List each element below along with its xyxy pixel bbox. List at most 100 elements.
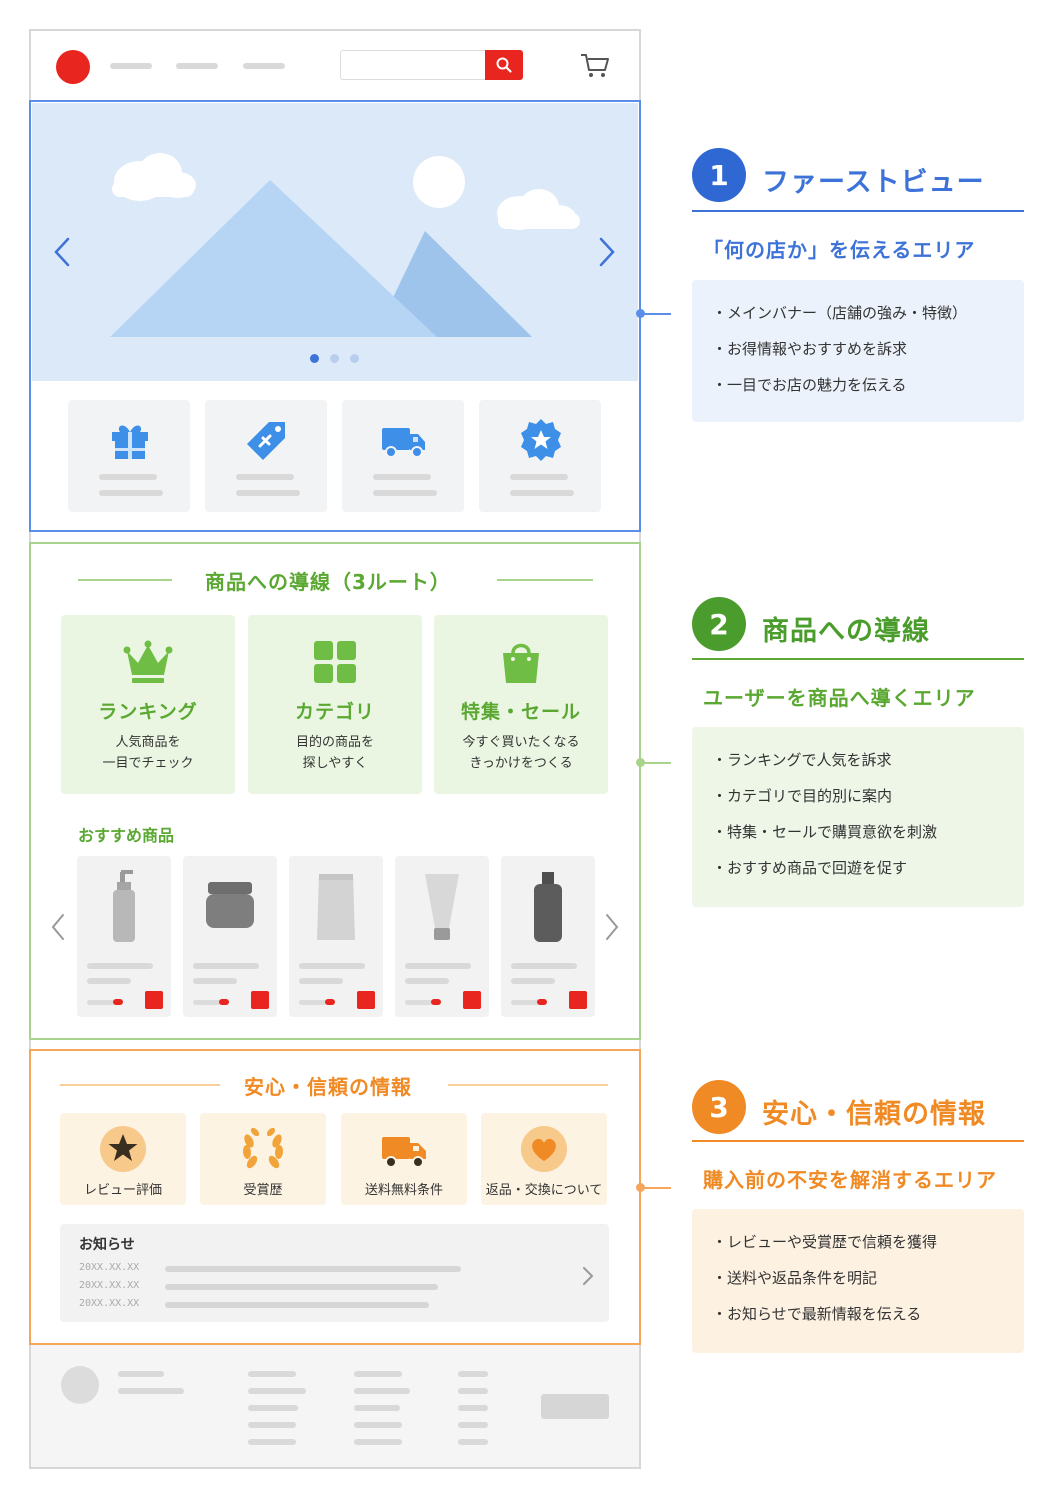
annotation-underline-3: [692, 1140, 1024, 1142]
add-to-cart-button[interactable]: [463, 991, 481, 1009]
product-card[interactable]: [501, 856, 595, 1017]
feature-card-gift[interactable]: [68, 400, 190, 512]
annotation-title-3: 安心・信頼の情報: [762, 1099, 986, 1130]
footer: [31, 1345, 639, 1467]
chevron-right-icon[interactable]: [597, 236, 617, 268]
footer-link[interactable]: [458, 1439, 488, 1445]
route-card-sale[interactable]: 特集・セール 今すぐ買いたくなるきっかけをつくる: [434, 615, 608, 794]
news-item-line[interactable]: [165, 1266, 461, 1272]
annotation-underline-1: [692, 210, 1024, 212]
note-item: ・レビューや受賞歴で信頼を獲得: [712, 1233, 938, 1251]
product-card[interactable]: [395, 856, 489, 1017]
trust-label: レビュー評価: [83, 1183, 162, 1198]
news-title: お知らせ: [79, 1237, 135, 1253]
pouch-icon: [317, 874, 355, 940]
section-first-view-frame: [29, 100, 641, 532]
heart-icon: [521, 1126, 567, 1172]
banner-landscape-illustration: [110, 153, 580, 337]
trust-card-awards[interactable]: 受賞歴: [200, 1113, 326, 1205]
footer-link[interactable]: [354, 1371, 402, 1377]
feature-card-delivery[interactable]: [342, 400, 464, 512]
slide-dot-2[interactable]: [330, 354, 339, 363]
footer-link[interactable]: [354, 1405, 400, 1411]
footer-link[interactable]: [458, 1371, 488, 1377]
chevron-right-icon[interactable]: [581, 1265, 595, 1287]
footer-link[interactable]: [248, 1422, 296, 1428]
annotation-subtitle-2: ユーザーを商品へ導くエリア: [703, 686, 976, 710]
footer-link[interactable]: [248, 1439, 296, 1445]
news-item-line[interactable]: [165, 1284, 438, 1290]
search-icon: [496, 57, 512, 73]
footer-logo[interactable]: [61, 1366, 99, 1404]
route-desc: 今すぐ買いたくなるきっかけをつくる: [462, 735, 580, 771]
route-title: ランキング: [98, 701, 198, 723]
heading-rule-left: [60, 1084, 220, 1086]
star-icon: [100, 1126, 146, 1172]
laurel-icon: [242, 1127, 284, 1169]
feature-card-tag[interactable]: [205, 400, 327, 512]
main-banner[interactable]: [32, 103, 638, 381]
nav-placeholder-2[interactable]: [176, 63, 218, 69]
connector-dot-3: [636, 1183, 645, 1192]
annotation-number-2: 2: [692, 597, 746, 651]
nav-placeholder-3[interactable]: [243, 63, 285, 69]
heading-rule-right: [448, 1084, 608, 1086]
footer-link[interactable]: [458, 1405, 488, 1411]
chevron-right-icon[interactable]: [604, 912, 620, 942]
footer-link[interactable]: [354, 1422, 402, 1428]
add-to-cart-button[interactable]: [251, 991, 269, 1009]
routes-heading: 商品への導線（3ルート）: [205, 570, 451, 594]
shopping-bag-icon: [503, 643, 539, 683]
footer-link[interactable]: [248, 1405, 298, 1411]
badge-star-icon: [521, 419, 561, 461]
note-item: ・一目でお店の魅力を伝える: [712, 376, 907, 394]
nav-placeholder-1[interactable]: [110, 63, 152, 69]
trust-card-returns[interactable]: 返品・交換について: [481, 1113, 607, 1205]
connector-1: [641, 313, 671, 315]
footer-link[interactable]: [354, 1439, 402, 1445]
trust-card-shipping[interactable]: 送料無料条件: [341, 1113, 467, 1205]
footer-link[interactable]: [458, 1422, 488, 1428]
note-item: ・ランキングで人気を訴求: [712, 751, 892, 769]
trust-card-review[interactable]: レビュー評価: [60, 1113, 186, 1205]
note-item: ・お知らせで最新情報を伝える: [712, 1305, 922, 1323]
annotation-underline-2: [692, 658, 1024, 660]
news-item-line[interactable]: [165, 1302, 429, 1308]
chevron-left-icon[interactable]: [52, 236, 72, 268]
connector-dot-1: [636, 309, 645, 318]
slide-dot-3[interactable]: [350, 354, 359, 363]
footer-text-placeholder: [118, 1388, 184, 1394]
feature-card-quality[interactable]: [479, 400, 601, 512]
route-card-ranking[interactable]: ランキング 人気商品を一目でチェック: [61, 615, 235, 794]
footer-link[interactable]: [248, 1371, 296, 1377]
add-to-cart-button[interactable]: [569, 991, 587, 1009]
product-card[interactable]: [183, 856, 277, 1017]
add-to-cart-button[interactable]: [357, 991, 375, 1009]
cart-icon[interactable]: [578, 48, 612, 82]
product-card[interactable]: [77, 856, 171, 1017]
note-item: ・カテゴリで目的別に案内: [712, 787, 893, 805]
search-input[interactable]: [340, 50, 486, 80]
footer-text-placeholder: [118, 1371, 164, 1377]
news-date: 20XX.XX.XX: [79, 1298, 140, 1309]
annotation-number-1: 1: [692, 148, 746, 202]
footer-button[interactable]: [541, 1394, 609, 1419]
route-card-category[interactable]: カテゴリ 目的の商品を探しやすく: [248, 615, 422, 794]
crown-icon: [123, 640, 173, 683]
trust-label: 返品・交換について: [485, 1183, 603, 1198]
circle-logo-icon[interactable]: [56, 50, 90, 84]
section-trust-frame: [29, 1049, 641, 1345]
footer-link[interactable]: [458, 1388, 488, 1394]
footer-link[interactable]: [248, 1388, 306, 1394]
annotation-notes-3: ・レビューや受賞歴で信頼を獲得 ・送料や返品条件を明記 ・お知らせで最新情報を伝…: [692, 1209, 1024, 1353]
slide-dot-1[interactable]: [310, 354, 319, 363]
pump-bottle-icon: [113, 870, 135, 942]
product-card[interactable]: [289, 856, 383, 1017]
footer-link[interactable]: [354, 1388, 410, 1394]
route-title: カテゴリ: [294, 701, 375, 723]
annotation-number-3: 3: [692, 1080, 746, 1134]
news-date: 20XX.XX.XX: [79, 1262, 140, 1273]
add-to-cart-button[interactable]: [145, 991, 163, 1009]
chevron-left-icon[interactable]: [50, 912, 66, 942]
search-button[interactable]: [485, 50, 523, 80]
